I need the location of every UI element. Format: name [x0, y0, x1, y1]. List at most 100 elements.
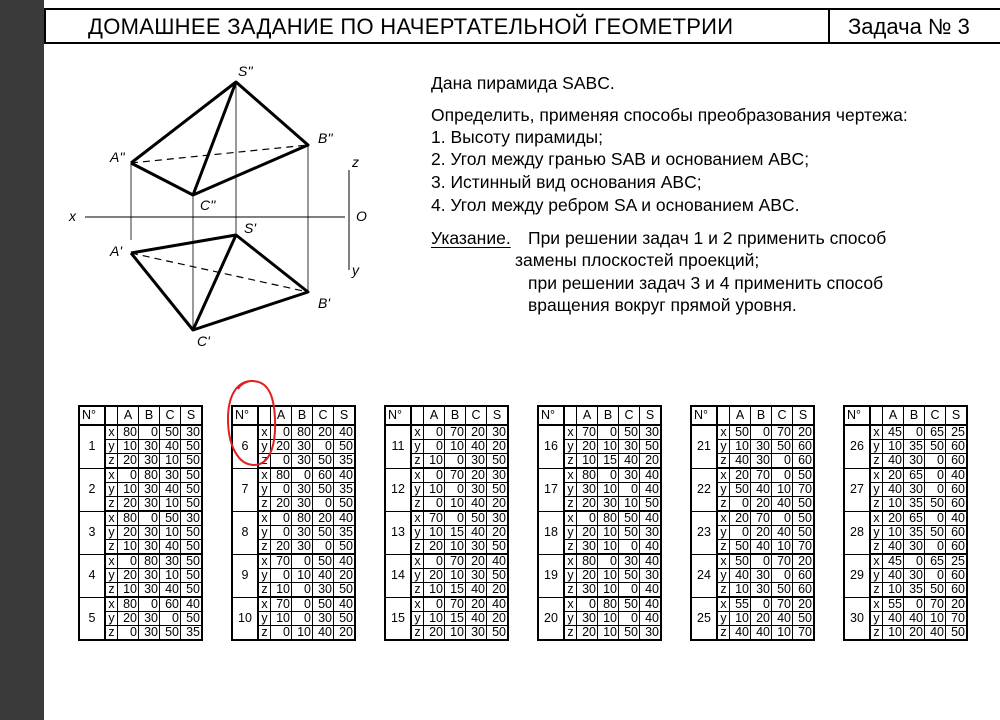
coordinate-value: 10 [444, 439, 466, 454]
coordinate-value: 10 [270, 611, 292, 626]
coordinate-value: 40 [750, 539, 772, 555]
coordinate-value: 40 [750, 482, 772, 497]
label-y-axis: y [351, 262, 360, 278]
coordinate-value: 20 [639, 453, 662, 469]
coordinate-value: 50 [729, 553, 751, 569]
axis-label: y [563, 482, 577, 497]
coordinate-value: 30 [576, 539, 598, 555]
coordinate-value: 10 [618, 496, 640, 512]
coordinate-value: 50 [180, 439, 203, 454]
variant-number: 22 [690, 467, 718, 512]
column-header-point: S [486, 405, 509, 426]
coordinate-value: 40 [333, 467, 356, 483]
axis-label: x [563, 424, 577, 440]
column-header-point: A [729, 405, 751, 426]
axis-label: y [563, 611, 577, 626]
coordinate-value: 35 [903, 582, 925, 598]
coordinate-value: 0 [903, 424, 925, 440]
coordinate-value: 0 [597, 553, 619, 569]
coordinate-value: 40 [486, 596, 509, 612]
coordinate-value: 10 [159, 453, 181, 469]
axis-label: y [410, 439, 424, 454]
axis-label: y [104, 568, 118, 583]
coordinate-value: 50 [729, 424, 751, 440]
coordinate-value: 0 [729, 525, 751, 540]
variant-number: 25 [690, 596, 718, 641]
axis-label: y [716, 525, 730, 540]
coordinate-value: 30 [750, 453, 772, 469]
axis-label: z [410, 539, 424, 555]
coordinate-value: 30 [312, 582, 334, 598]
coordinate-value: 50 [159, 424, 181, 440]
coordinate-value: 0 [444, 482, 466, 497]
coordinate-value: 10 [117, 439, 139, 454]
coordinate-value: 70 [771, 596, 793, 612]
coordinate-value: 35 [333, 482, 356, 497]
coordinate-value: 20 [117, 611, 139, 626]
coordinate-value: 40 [639, 467, 662, 483]
coordinate-value: 0 [291, 467, 313, 483]
coordinate-value: 10 [729, 611, 751, 626]
coordinate-value: 0 [312, 539, 334, 555]
coordinate-value: 30 [291, 539, 313, 555]
coordinate-value: 35 [903, 496, 925, 512]
coordinate-value: 30 [576, 582, 598, 598]
task-number: Задача № 3 [848, 14, 970, 39]
coordinate-value: 0 [576, 596, 598, 612]
variant-number: 19 [537, 553, 565, 598]
coordinate-value: 35 [180, 625, 203, 641]
column-header-no: N° [231, 405, 259, 426]
variant-number: 5 [78, 596, 106, 641]
coordinate-value: 0 [291, 596, 313, 612]
coordinate-value: 10 [729, 582, 751, 598]
variant-number: 23 [690, 510, 718, 555]
coordinate-value: 0 [138, 424, 160, 440]
coordinate-value: 55 [729, 596, 751, 612]
coordinate-value: 50 [312, 453, 334, 469]
coordinate-value: 40 [639, 482, 662, 497]
axis-label: y [104, 611, 118, 626]
coordinate-value: 10 [444, 625, 466, 641]
label-c2: C'' [200, 197, 217, 213]
coordinate-value: 0 [423, 424, 445, 440]
coordinate-value: 15 [444, 525, 466, 540]
coordinate-value: 50 [618, 596, 640, 612]
coordinate-value: 0 [117, 625, 139, 641]
coordinate-value: 20 [486, 525, 509, 540]
coordinate-value: 30 [486, 424, 509, 440]
coordinate-value: 0 [771, 453, 793, 469]
coordinate-value: 20 [465, 424, 487, 440]
coordinate-value: 50 [333, 439, 356, 454]
coordinate-value: 70 [945, 611, 968, 626]
coordinate-value: 40 [159, 582, 181, 598]
coordinate-value: 50 [729, 482, 751, 497]
coordinate-value: 50 [771, 439, 793, 454]
coordinate-value: 0 [444, 510, 466, 526]
coordinate-value: 0 [597, 424, 619, 440]
coordinate-value: 10 [444, 539, 466, 555]
coordinate-value: 40 [333, 596, 356, 612]
coordinate-value: 70 [792, 539, 815, 555]
coordinate-value: 65 [903, 510, 925, 526]
coordinate-value: 30 [618, 553, 640, 569]
coordinate-value: 50 [180, 496, 203, 512]
coordinate-value: 20 [312, 424, 334, 440]
red-circle-mark [226, 379, 277, 467]
axis-label: x [410, 553, 424, 569]
coordinate-value: 0 [750, 424, 772, 440]
title-divider [828, 10, 830, 44]
axis-label: y [716, 611, 730, 626]
